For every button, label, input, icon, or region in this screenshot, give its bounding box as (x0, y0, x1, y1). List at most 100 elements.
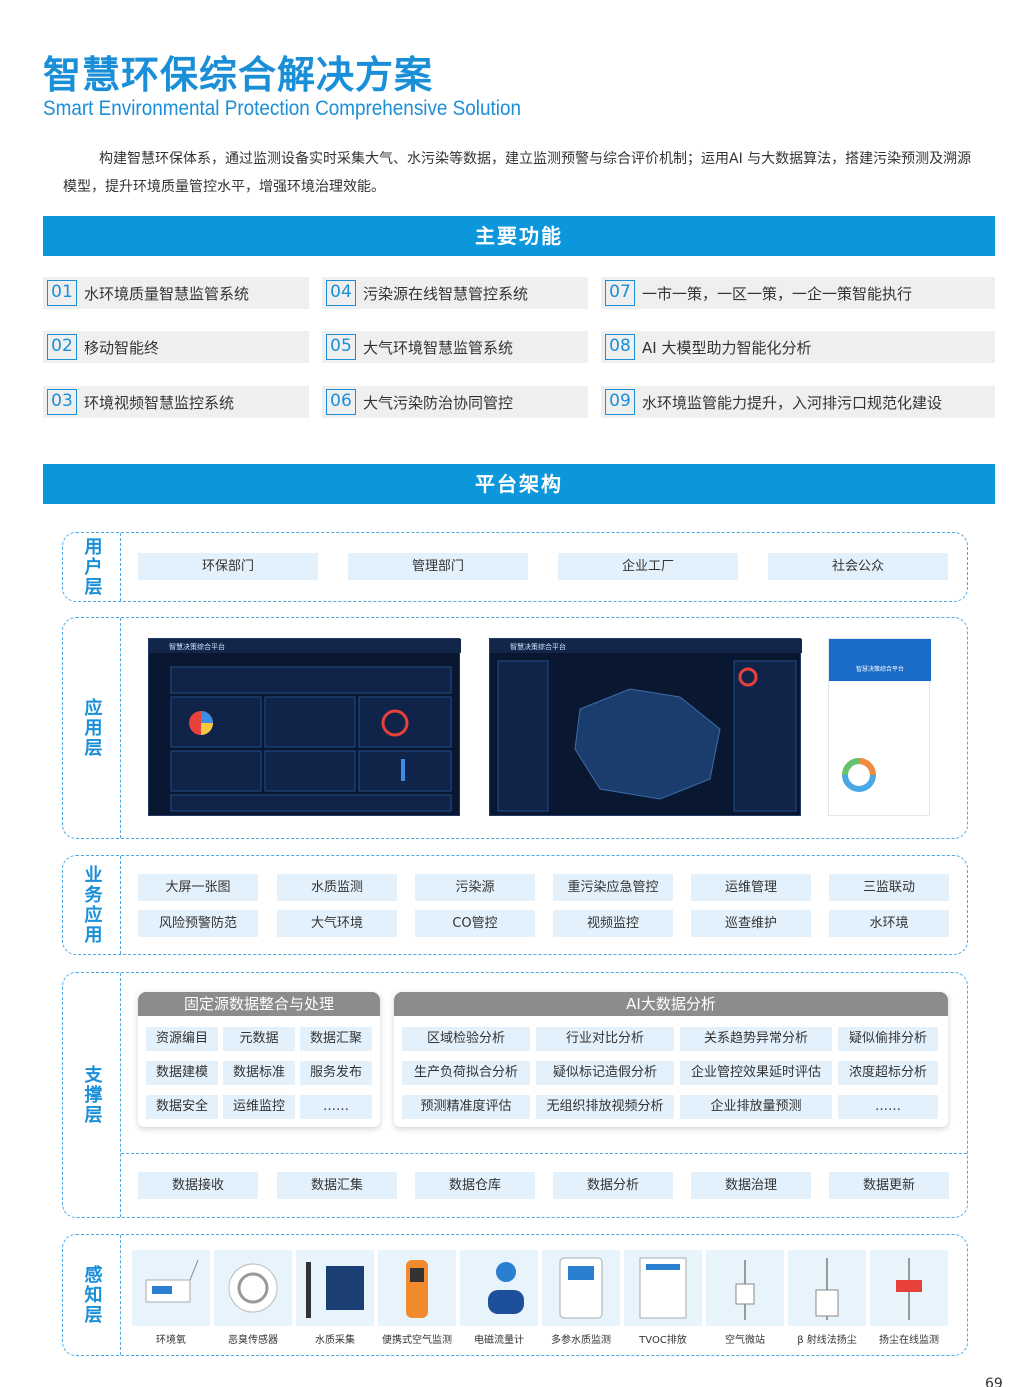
function-label: 环境视频智慧监控系统 (84, 393, 235, 412)
function-number: 05 (326, 334, 356, 360)
support-chip: …… (300, 1095, 372, 1119)
data-flow-chip: 数据更新 (829, 1172, 949, 1199)
function-number: 01 (47, 280, 77, 306)
device-label: β 射线法扬尘 (797, 1335, 857, 1346)
mobile-title: 智慧决策综合平台 (856, 665, 904, 673)
function-label: 一市一策，一区一策，一企一策智能执行 (642, 284, 913, 303)
tvoc-monitor-icon (624, 1250, 702, 1326)
device-label: TVOC排放 (639, 1335, 687, 1346)
business-chip: 三监联动 (829, 874, 949, 901)
portable-air-monitor-icon (378, 1250, 456, 1326)
device-label: 恶臭传感器 (228, 1335, 278, 1346)
beta-ray-dust-icon (788, 1250, 866, 1326)
function-label: 水环境质量智慧监管系统 (84, 284, 250, 303)
user-chip: 环保部门 (138, 553, 318, 580)
user-chip: 企业工厂 (558, 553, 738, 580)
data-flow-chip: 数据汇集 (277, 1172, 397, 1199)
business-chip: 水环境 (829, 910, 949, 937)
page-title: 智慧环保综合解决方案 (43, 53, 434, 97)
layer-label: 用户层 (63, 533, 121, 601)
support-chip: 疑似偷排分析 (838, 1027, 938, 1051)
page-subtitle: Smart Environmental Protection Comprehen… (43, 97, 521, 120)
dashboard-graphic: 智慧决策综合平台 (149, 639, 461, 812)
support-chip: 生产负荷拟合分析 (402, 1061, 530, 1085)
function-number: 08 (605, 334, 635, 360)
support-chip: 数据安全 (146, 1095, 218, 1119)
support-chip: 数据建模 (146, 1061, 218, 1085)
device-label: 水质采集 (315, 1335, 355, 1346)
function-number: 02 (47, 334, 77, 360)
function-label: 大气污染防治协同管控 (363, 393, 514, 412)
screen-title: 智慧决策综合平台 (510, 642, 566, 651)
flowmeter-icon (460, 1250, 538, 1326)
data-flow-chip: 数据接收 (138, 1172, 258, 1199)
business-chip: 重污染应急管控 (553, 874, 673, 901)
function-label: 污染源在线智慧管控系统 (363, 284, 529, 303)
business-chip: 视频监控 (553, 910, 673, 937)
panel-title: AI大数据分析 (394, 992, 948, 1016)
business-chip: 巡查维护 (691, 910, 811, 937)
support-chip: …… (838, 1095, 938, 1119)
support-chip: 浓度超标分析 (838, 1061, 938, 1085)
layer-label: 业务应用 (63, 856, 121, 954)
oxygen-sensor-icon (132, 1250, 210, 1326)
dust-online-monitor-icon (870, 1250, 948, 1326)
device-label: 环境氧 (156, 1335, 186, 1346)
layer-label: 应用层 (63, 618, 121, 838)
support-chip: 数据标准 (223, 1061, 295, 1085)
support-chip: 元数据 (223, 1027, 295, 1051)
business-chip: 水质监测 (277, 874, 397, 901)
intro-paragraph: 构建智慧环保体系，通过监测设备实时采集大气、水污染等数据，建立监测预警与综合评价… (63, 151, 972, 195)
device-label: 空气微站 (725, 1335, 765, 1346)
air-micro-station-icon (706, 1250, 784, 1326)
function-label: 移动智能终 (84, 338, 160, 357)
support-chip: 资源编目 (146, 1027, 218, 1051)
support-chip: 区域检验分析 (402, 1027, 530, 1051)
app-layer: 应用层 (62, 617, 968, 839)
user-chip: 管理部门 (348, 553, 528, 580)
device-label: 扬尘在线监测 (879, 1335, 939, 1346)
function-item: 02 移动智能终 (43, 331, 309, 363)
multiparameter-water-icon (542, 1250, 620, 1326)
layer-label: 支撑层 (63, 973, 121, 1217)
support-chip: 运维监控 (223, 1095, 295, 1119)
device-label: 多参水质监测 (551, 1335, 611, 1346)
support-chip: 疑似标记造假分析 (536, 1061, 674, 1085)
architecture-header: 平台架构 (43, 464, 995, 504)
sensing-layer: 感知层 (62, 1234, 968, 1356)
layer-label: 感知层 (63, 1235, 121, 1355)
support-layer: 支撑层 (62, 972, 968, 1218)
function-number: 09 (605, 389, 635, 415)
functions-header: 主要功能 (43, 216, 995, 256)
business-layer: 业务应用 (62, 855, 968, 955)
mobile-screenshot: 智慧决策综合平台 (828, 638, 931, 816)
data-flow-chip: 数据治理 (691, 1172, 811, 1199)
support-chip: 企业管控效果延时评估 (680, 1061, 832, 1085)
map-graphic: 智慧决策综合平台 (490, 639, 802, 812)
device-label: 电磁流量计 (474, 1335, 524, 1346)
function-number: 04 (326, 280, 356, 306)
odor-sensor-icon (214, 1250, 292, 1326)
function-item: 01 水环境质量智慧监管系统 (43, 277, 309, 309)
support-divider (121, 1153, 967, 1154)
business-chip: 大气环境 (277, 910, 397, 937)
function-label: AI 大模型助力智能化分析 (642, 338, 812, 357)
business-chip: 运维管理 (691, 874, 811, 901)
function-item: 04 污染源在线智慧管控系统 (322, 277, 588, 309)
screen-title: 智慧决策综合平台 (169, 642, 225, 651)
user-chip: 社会公众 (768, 553, 948, 580)
data-flow-chip: 数据仓库 (415, 1172, 535, 1199)
business-chip: 污染源 (415, 874, 535, 901)
data-flow-chip: 数据分析 (553, 1172, 673, 1199)
business-chip: 大屏一张图 (138, 874, 258, 901)
function-label: 大气环境智慧监管系统 (363, 338, 514, 357)
user-layer: 用户层 (62, 532, 968, 602)
support-chip: 无组织排放视频分析 (536, 1095, 674, 1119)
support-chip: 企业排放量预测 (680, 1095, 832, 1119)
function-item: 08 AI 大模型助力智能化分析 (601, 331, 995, 363)
